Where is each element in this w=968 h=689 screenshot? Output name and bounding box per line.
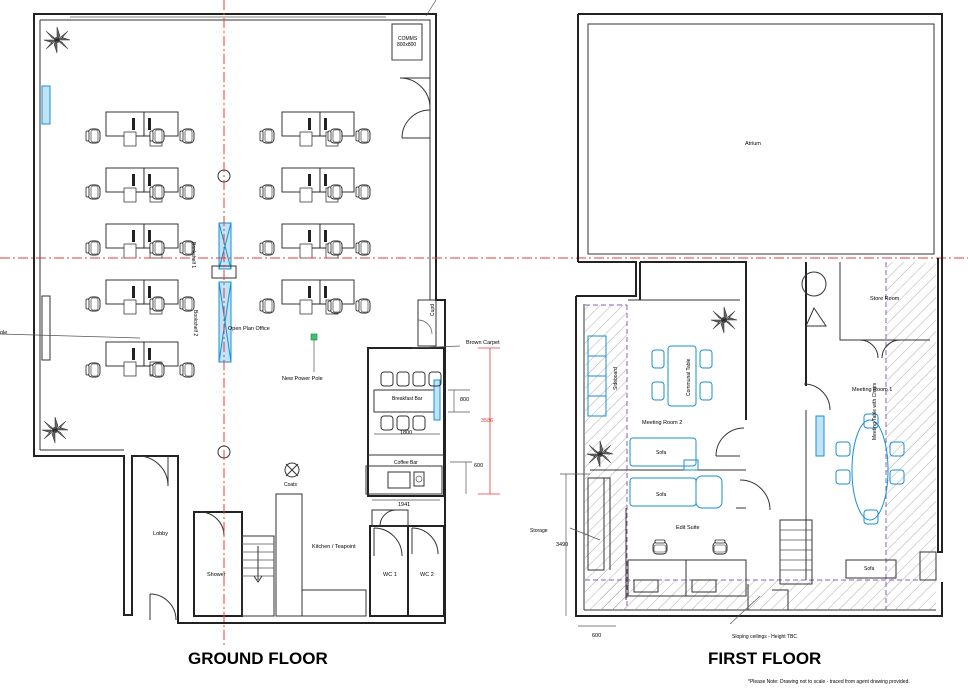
power-pole-icon (310, 333, 318, 341)
sofa (629, 437, 697, 467)
left-radiator (41, 85, 51, 125)
sofa (845, 559, 897, 579)
plant-icon (43, 26, 71, 54)
coffee-bar-counter (365, 465, 443, 495)
comms-cupboard (391, 23, 423, 61)
right-workstation-cluster (259, 111, 371, 315)
atrium-void (587, 23, 935, 255)
plant-icon (41, 416, 69, 444)
sofa (629, 477, 697, 507)
first-floor-plan (560, 13, 943, 627)
sloping-ceiling-bottom (600, 580, 890, 610)
communal-table (651, 345, 713, 407)
sideboard (587, 335, 607, 417)
meeting-table (851, 419, 889, 521)
ground-floor-plan (0, 13, 500, 624)
plant-icon (710, 306, 738, 334)
sloping-ceiling-right (886, 262, 936, 610)
edit-suite-desk (627, 559, 747, 597)
breakfast-bar (373, 389, 441, 413)
